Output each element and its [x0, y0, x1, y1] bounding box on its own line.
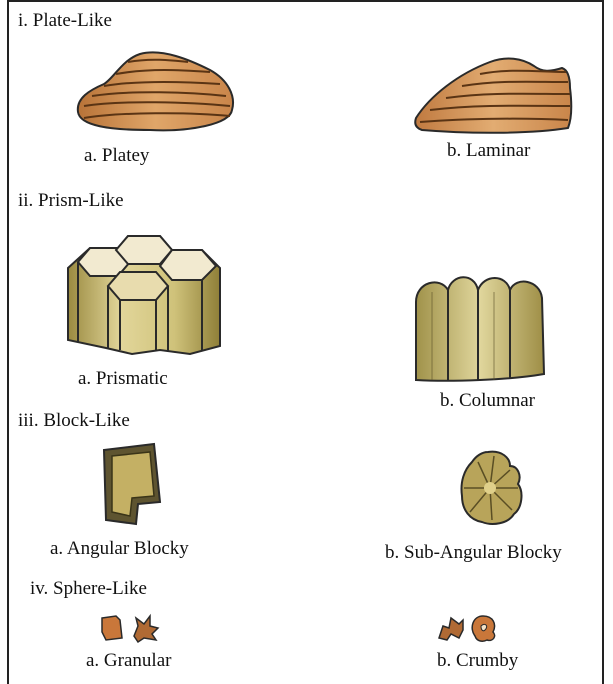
columnar-structure-icon [410, 262, 550, 384]
label-platey: a. Platey [84, 145, 149, 167]
laminar-structure-icon [410, 48, 580, 138]
section-heading-plate-like: i. Plate-Like [18, 10, 112, 32]
section-heading-block-like: iii. Block-Like [18, 410, 130, 432]
section-heading-prism-like: ii. Prism-Like [18, 190, 124, 212]
label-laminar: b. Laminar [447, 140, 530, 162]
label-granular: a. Granular [86, 650, 171, 672]
granular-icon [98, 612, 160, 644]
angular-blocky-icon [98, 440, 168, 528]
label-crumby: b. Crumby [437, 650, 518, 672]
section-heading-sphere-like: iv. Sphere-Like [30, 578, 147, 600]
label-prismatic: a. Prismatic [78, 368, 168, 390]
sub-angular-blocky-icon [458, 448, 526, 528]
label-sub-angular-blocky: b. Sub-Angular Blocky [385, 542, 562, 564]
platey-structure-icon [70, 40, 240, 140]
label-columnar: b. Columnar [440, 390, 535, 412]
label-angular-blocky: a. Angular Blocky [50, 538, 189, 560]
prismatic-structure-icon [60, 228, 230, 358]
crumby-icon [435, 612, 499, 644]
